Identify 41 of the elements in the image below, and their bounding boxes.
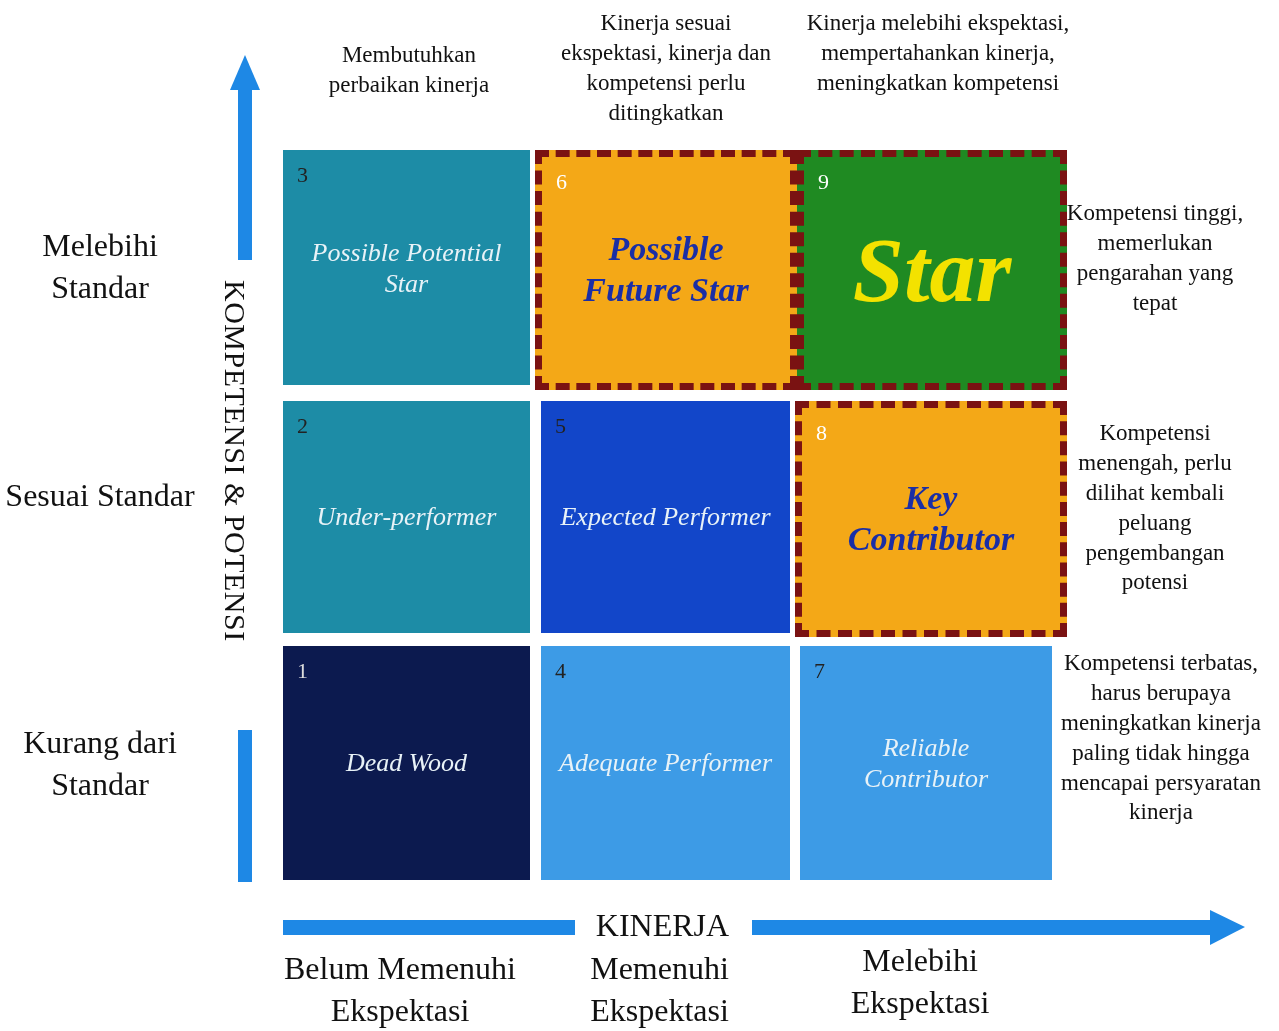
row-description: Kompetensi menengah, perlu dilihat kembali peluang pengembangan potensi: [1077, 419, 1233, 597]
box-number: 9: [818, 169, 829, 195]
axis-label: KINERJA: [594, 906, 731, 945]
box-label: Star: [851, 217, 1013, 323]
grid-box: [535, 150, 797, 390]
axis-label: KOMPETENSI & POTENSI: [220, 280, 250, 642]
box-number: 8: [816, 420, 827, 446]
box-number: 2: [297, 413, 308, 439]
grid-box: [797, 150, 1067, 390]
row-description: Kompetensi terbatas, harus berupaya meningkatkan kinerja paling tidak hingga mencapai persyaratan kinerja: [1060, 649, 1262, 827]
grid-box: [541, 401, 790, 633]
column-heading: Membutuhkan perbaikan kinerja: [327, 41, 491, 99]
box-number: 6: [556, 169, 567, 195]
row-label: Kurang dari Standar: [22, 723, 178, 804]
box-label: Reliable Contributor: [862, 731, 990, 795]
box-number: 7: [814, 658, 825, 684]
box-label: Dead Wood: [344, 747, 469, 779]
grid-box: [541, 646, 790, 880]
grid-box: [283, 150, 530, 385]
box-number: 4: [555, 658, 566, 684]
grid-box: [795, 401, 1067, 637]
row-description: Kompetensi tinggi, memerlukan pengarahan yang tepat: [1065, 199, 1245, 317]
box-number: 5: [555, 413, 566, 439]
box-label: Possible Potential Star: [310, 236, 503, 299]
box-number: 1: [297, 658, 308, 684]
column-label: Memenuhi Ekspektasi: [589, 949, 730, 1030]
column-label: Melebihi Ekspektasi: [849, 941, 991, 1022]
grid-box: [283, 401, 530, 633]
box-label: Expected Performer: [559, 501, 772, 533]
column-label: Belum Memenuhi Ekspektasi: [283, 949, 517, 1030]
box-number: 3: [297, 162, 308, 188]
row-label: Melebihi Standar: [41, 226, 159, 307]
grid-box: [800, 646, 1052, 880]
box-label: Possible Future Star: [582, 229, 750, 310]
grid-box: [283, 646, 530, 880]
column-heading: Kinerja sesuai ekspektasi, kinerja dan kompetensi perlu ditingkatkan: [559, 9, 773, 127]
box-label: Under-performer: [315, 501, 498, 533]
box-label: Key Contributor: [846, 478, 1016, 559]
column-heading: Kinerja melebihi ekspektasi, mempertahankan kinerja, meningkatkan kompetensi: [805, 9, 1071, 97]
row-label: Sesuai Standar: [4, 476, 196, 515]
box-label: Adequate Performer: [556, 747, 773, 779]
